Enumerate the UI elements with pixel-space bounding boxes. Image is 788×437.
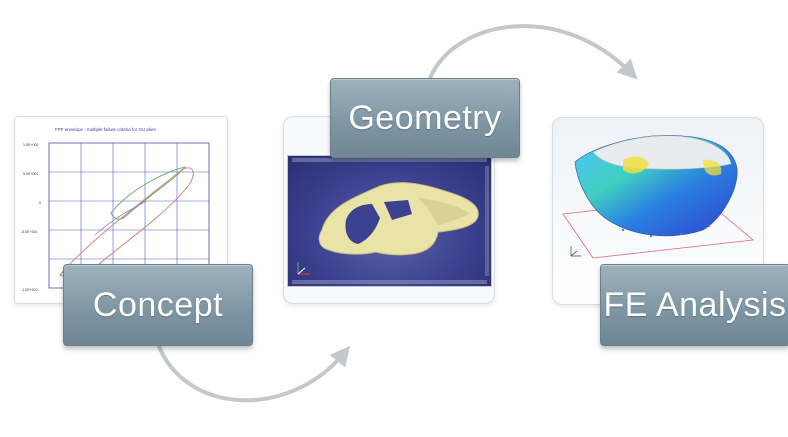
fe-axis-triad [570,246,581,257]
envelope-series-blue [94,200,148,236]
envelope-series-green [110,166,187,220]
y-tick-label: 1.0E+002 [23,143,39,147]
cad-axis-triad [297,262,310,275]
cad-viewport [287,155,492,287]
cad-part-window [384,200,412,220]
y-tick-label: -1.0E+002 [21,288,38,292]
y-tick-label: 5.0E+001 [23,172,39,176]
fe-analysis-label: FE Analysis [600,264,788,346]
fe-model-hotspot [623,156,649,174]
cad-toolbar [292,158,489,284]
arrow-concept-to-geometry [156,343,351,403]
y-tick-label: -5.0E+001 [21,230,38,234]
geometry-label: Geometry [330,78,520,158]
y-tick-label: 0 [39,201,41,205]
fe-boundary-markers [621,224,711,238]
failure-envelope-chart: FPF envelope - multiple failure criteria… [21,127,210,299]
fe-mesh-model [562,135,754,259]
cad-part-hole [345,204,380,244]
arrow-geometry-to-fe [428,24,638,80]
fe-model-hotspot [703,159,722,176]
concept-label: Concept [63,264,253,346]
chart-title: FPF envelope - multiple failure criteria… [55,127,157,132]
envelope-series-red [59,167,194,278]
cad-part-model [292,158,489,284]
cad-part-shading [418,198,470,226]
